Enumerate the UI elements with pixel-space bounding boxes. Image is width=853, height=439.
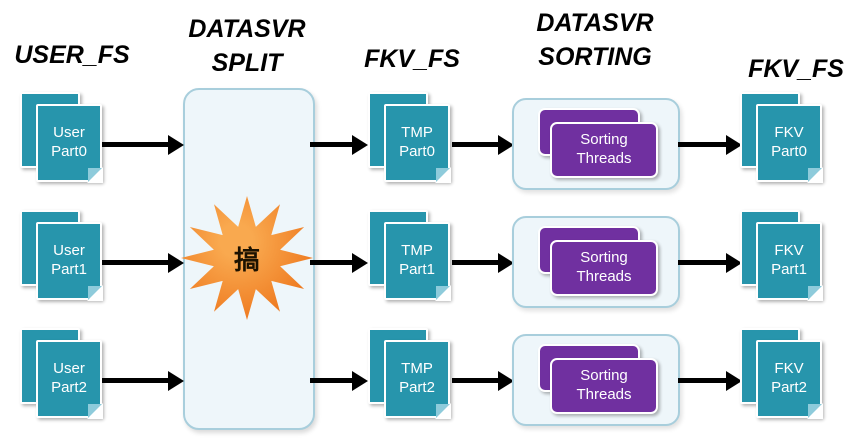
starburst-label: 搞 (233, 245, 260, 276)
doc-label-line1: TMP (401, 124, 433, 142)
tmp-part2-doc: TMP Part2 (368, 328, 454, 422)
sorting-panel-part1: Sorting Threads (512, 216, 680, 308)
sorting-panel-part2: Sorting Threads (512, 334, 680, 426)
sorting-label-line2: Threads (576, 268, 632, 285)
doc-front-page: TMP Part2 (384, 340, 451, 419)
sorting-thread-front: Sorting Threads (550, 122, 658, 178)
arrow-user-to-split (102, 378, 168, 383)
arrow-tmp-to-sorting (452, 378, 498, 383)
header-user-fs: USER_FS (14, 41, 130, 69)
sorting-label-line1: Sorting (580, 367, 628, 385)
sorting-label-line2: Threads (576, 386, 632, 403)
flow-row-part2: User Part2 TMP Part2 Sorting Threads (0, 328, 853, 426)
doc-label-line2: Part1 (51, 261, 87, 278)
doc-label-line1: User (53, 124, 85, 142)
doc-label-line2: Part2 (51, 379, 87, 396)
fkv-part0-doc: FKV Part0 (740, 92, 826, 186)
header-datasvr-split-line2: SPLIT (211, 49, 283, 77)
sorting-label-line2: Threads (576, 150, 632, 167)
tmp-part0-doc: TMP Part0 (368, 92, 454, 186)
sorting-label-line1: Sorting (580, 131, 628, 149)
sorting-thread-front: Sorting Threads (550, 358, 658, 414)
doc-label-line2: Part1 (399, 261, 435, 278)
fkv-part1-doc: FKV Part1 (740, 210, 826, 304)
user-part2-doc: User Part2 (20, 328, 106, 422)
doc-label-line1: TMP (401, 242, 433, 260)
sorting-thread-front: Sorting Threads (550, 240, 658, 296)
doc-label-line2: Part2 (771, 379, 807, 396)
doc-front-page: TMP Part1 (384, 222, 451, 301)
flow-row-part0: User Part0 TMP Part0 Sorting Threads (0, 92, 853, 190)
arrow-sorting-to-fkv (678, 260, 726, 265)
header-datasvr-sorting: DATASVR SORTING (508, 6, 682, 74)
doc-label-line1: FKV (774, 242, 804, 260)
doc-front-page: TMP Part0 (384, 104, 451, 183)
arrow-sorting-to-fkv (678, 142, 726, 147)
doc-label-line1: TMP (401, 360, 433, 378)
sorting-label-line1: Sorting (580, 249, 628, 267)
doc-label-line1: FKV (774, 124, 804, 142)
flow-row-part1: User Part1 TMP Part1 Sorting Threads (0, 210, 853, 308)
doc-label-line2: Part0 (771, 143, 807, 160)
arrow-split-to-tmp (310, 260, 352, 265)
header-datasvr-sorting-line2: SORTING (538, 43, 652, 71)
doc-front-page: User Part2 (36, 340, 103, 419)
doc-front-page: FKV Part2 (756, 340, 823, 419)
doc-front-page: FKV Part0 (756, 104, 823, 183)
fkv-part2-doc: FKV Part2 (740, 328, 826, 422)
header-datasvr-sorting-line1: DATASVR (536, 9, 654, 37)
tmp-part1-doc: TMP Part1 (368, 210, 454, 304)
header-fkv-fs-right: FKV_FS (748, 55, 844, 83)
doc-label-line2: Part0 (399, 143, 435, 160)
header-datasvr-split-line1: DATASVR (188, 15, 306, 43)
user-part1-doc: User Part1 (20, 210, 106, 304)
doc-label-line2: Part2 (399, 379, 435, 396)
arrow-tmp-to-sorting (452, 260, 498, 265)
doc-label-line2: Part0 (51, 143, 87, 160)
doc-front-page: User Part1 (36, 222, 103, 301)
arrow-user-to-split (102, 142, 168, 147)
arrow-split-to-tmp (310, 378, 352, 383)
header-fkv-fs-middle: FKV_FS (364, 45, 460, 73)
arrow-sorting-to-fkv (678, 378, 726, 383)
doc-label-line1: User (53, 360, 85, 378)
header-datasvr-split: DATASVR SPLIT (167, 12, 327, 80)
user-part0-doc: User Part0 (20, 92, 106, 186)
doc-label-line1: FKV (774, 360, 804, 378)
doc-label-line1: User (53, 242, 85, 260)
arrow-split-to-tmp (310, 142, 352, 147)
doc-front-page: FKV Part1 (756, 222, 823, 301)
doc-front-page: User Part0 (36, 104, 103, 183)
arrow-user-to-split (102, 260, 168, 265)
sorting-panel-part0: Sorting Threads (512, 98, 680, 190)
arrow-tmp-to-sorting (452, 142, 498, 147)
doc-label-line2: Part1 (771, 261, 807, 278)
